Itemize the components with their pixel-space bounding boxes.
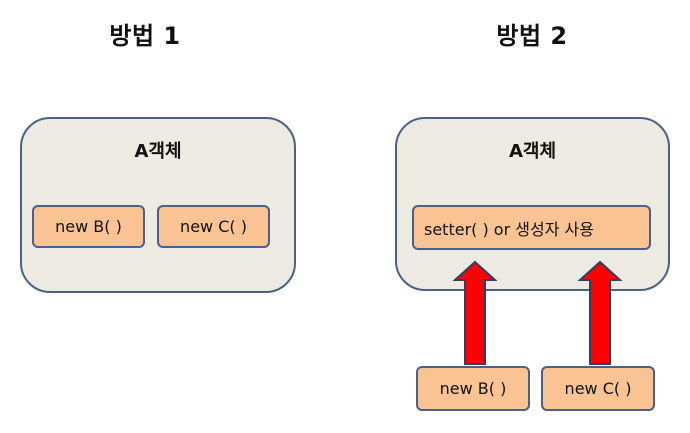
object-a-label: A객체 [134,141,182,162]
method-1-title: 방법 1 [109,22,181,50]
object-a-label: A객체 [508,141,557,162]
object-a-box-method-2: A객체 [395,117,670,291]
method-2-title: 방법 2 [496,22,568,50]
new-b-box-inside: new B( ) [32,205,145,248]
new-c-box-inside: new C( ) [157,205,270,248]
new-c-box-outside: new C( ) [541,366,655,411]
setter-or-constructor-box: setter( ) or 생성자 사용 [412,205,651,250]
new-b-box-outside: new B( ) [416,366,530,411]
